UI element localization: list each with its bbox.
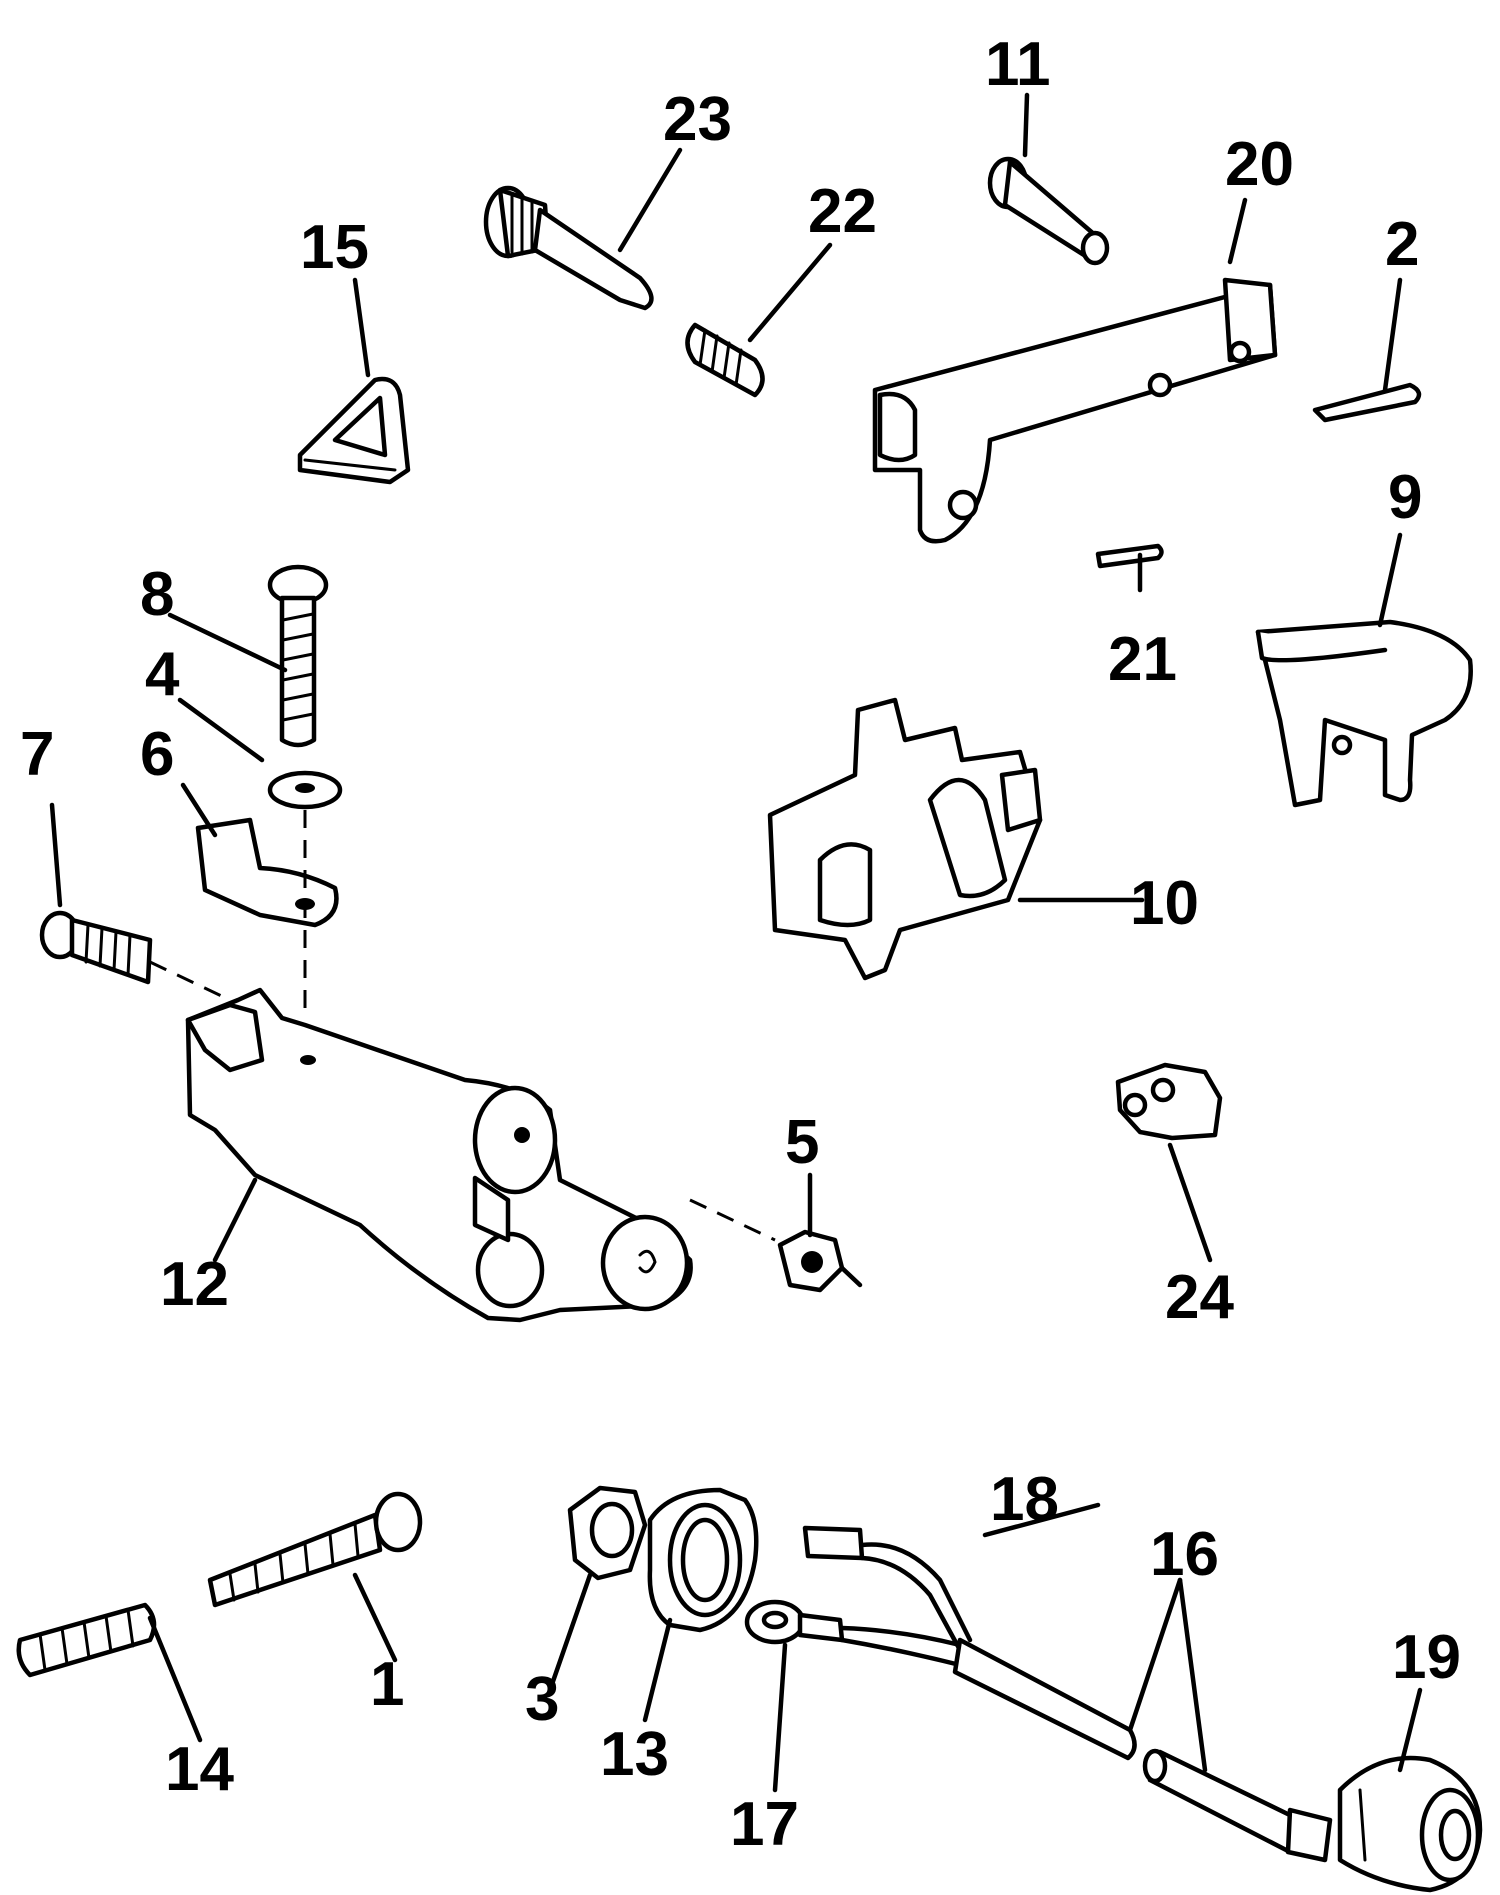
part-1-long-bolt [207,1491,423,1608]
part-2-cotter-pin [1312,382,1422,423]
callout-10: 10 [1130,869,1199,938]
alignment-line-7 [149,960,231,1002]
part-6-tab-plate [195,817,339,928]
callout-21: 21 [1108,625,1177,694]
part-8-bolt [267,564,329,748]
callout-2: 2 [1385,210,1419,279]
part-23-knurled-screw [483,185,654,311]
callout-5: 5 [785,1108,819,1177]
callout-14: 14 [165,1735,234,1804]
callout-23: 23 [663,85,732,154]
part-13-grommet [647,1487,759,1633]
part-10-shift-block [767,697,1043,981]
callout-4: 4 [145,640,180,709]
callout-8: 8 [140,560,174,629]
callout-11: 11 [985,30,1051,99]
callout-9: 9 [1388,463,1422,532]
callout-18: 18 [990,1465,1059,1534]
part-20-bracket [872,277,1278,544]
part-14-spring [16,1602,157,1678]
callout-6: 6 [140,720,174,789]
callout-22: 22 [808,177,877,246]
part-18-terminal [802,1525,973,1653]
part-4-washer [267,770,343,810]
part-21-small-pin [1095,543,1164,569]
callout-3: 3 [525,1665,559,1734]
part-19-switch [1285,1755,1483,1893]
part-22-spring [685,322,765,398]
callout-19: 19 [1392,1623,1461,1692]
callout-16: 16 [1150,1520,1219,1589]
part-15-bumper [297,376,411,485]
callout-1: 1 [370,1650,404,1719]
part-3-jam-nut [567,1485,648,1581]
callout-15: 15 [300,213,369,282]
callout-24: 24 [1165,1263,1234,1332]
callout-12: 12 [160,1250,229,1319]
part-12-lever-arm [185,987,693,1323]
callout-17: 17 [730,1790,799,1859]
part-5-hex-nut [777,1229,863,1293]
alignment-line-5 [689,1198,776,1242]
callout-20: 20 [1225,130,1294,199]
part-16-wire-harness [952,1637,1303,1855]
leader-lines [49,92,1423,1793]
callout-7: 7 [20,720,54,789]
part-7-screw [39,910,153,985]
part-11-pin [987,156,1110,266]
part-24-small-clip [1115,1062,1223,1141]
callout-labels: 11 23 20 22 2 15 9 8 21 4 7 6 10 5 12 24… [20,30,1461,1859]
part-9-clip [1255,619,1473,808]
part-17-ring-terminal [744,1599,963,1668]
callout-13: 13 [600,1720,669,1789]
